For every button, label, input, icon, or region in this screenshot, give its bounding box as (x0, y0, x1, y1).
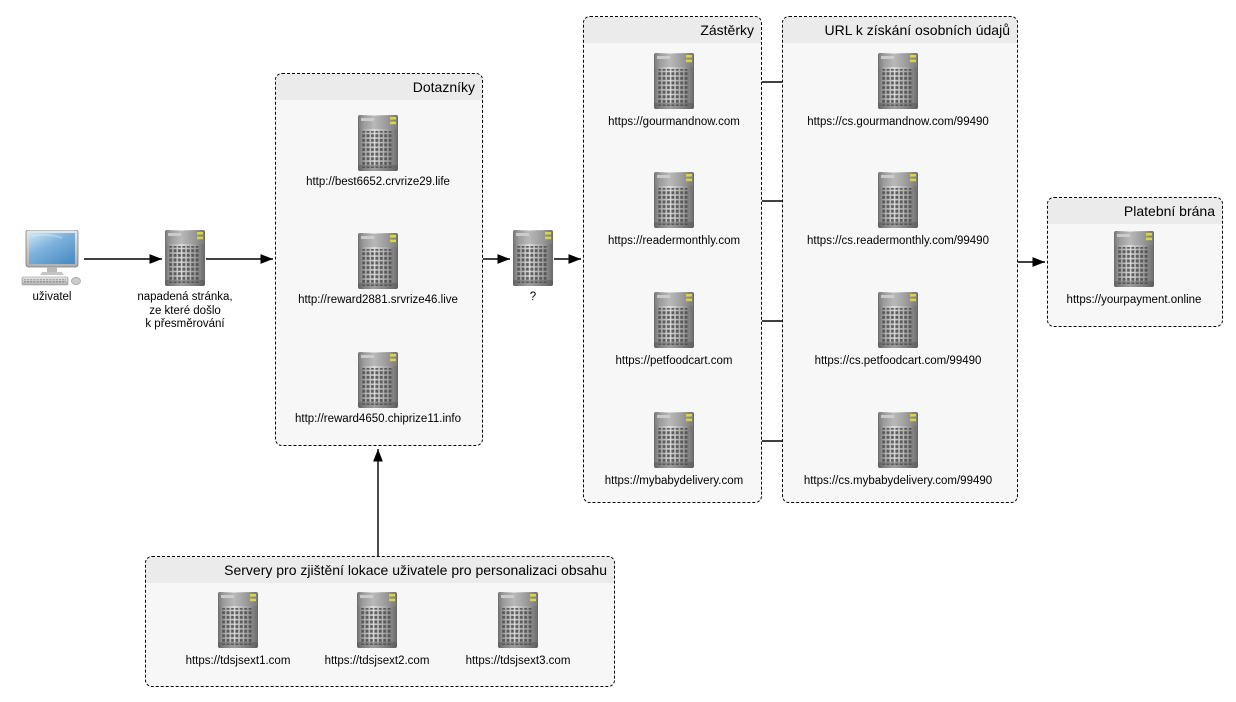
server-node-personal-url-4 (877, 412, 919, 475)
server-label: https://mybabydelivery.com (604, 475, 744, 487)
server-node-location-2 (356, 592, 398, 655)
server-icon (217, 592, 259, 650)
server-node-location-1 (217, 592, 259, 655)
server-icon (877, 412, 919, 470)
server-icon (357, 352, 399, 410)
server-label: https://cs.mybabydelivery.com/99490 (803, 475, 993, 487)
server-icon (653, 172, 695, 230)
server-label: https://gourmandnow.com (608, 116, 740, 128)
infected-label-line2: ze které došlo (149, 304, 221, 317)
server-node-dotaznik-3 (357, 352, 399, 415)
server-node-personal-url-1 (877, 53, 919, 116)
server-node-personal-url-3 (877, 292, 919, 355)
computer-icon (20, 230, 84, 288)
node-infected-site (164, 230, 206, 293)
node-redirector (512, 230, 554, 293)
server-label: https://readermonthly.com (607, 235, 741, 247)
node-label-redirector: ? (529, 291, 537, 303)
server-icon (653, 53, 695, 111)
server-icon (653, 292, 695, 350)
infected-label-line3: k přesměrování (145, 318, 225, 330)
server-label: http://reward2881.srvrize46.live (298, 294, 458, 306)
server-node-location-3 (497, 592, 539, 655)
group-title: URL k získání osobních údajů (783, 17, 1017, 43)
server-node-zasterka-3 (653, 292, 695, 355)
server-icon (877, 53, 919, 111)
server-label: https://tdsjsext1.com (185, 655, 291, 667)
server-node-zasterka-4 (653, 412, 695, 475)
server-icon (877, 292, 919, 350)
server-node-zasterka-2 (653, 172, 695, 235)
server-icon (164, 230, 206, 288)
server-label: https://yourpayment.online (1066, 294, 1202, 306)
server-node-payment (1113, 231, 1155, 294)
group-title: Zástěrky (584, 17, 761, 43)
server-node-personal-url-2 (877, 172, 919, 235)
server-label: https://petfoodcart.com (615, 355, 733, 367)
group-title: Dotazníky (276, 74, 482, 100)
server-label: http://reward4650.chiprize11.info (295, 413, 461, 425)
server-icon (357, 233, 399, 291)
node-label-infected-site: napadená stránka, ze které došlo k přesm… (105, 291, 265, 332)
group-payment-gateway: Platební brána (1047, 197, 1223, 327)
server-label: https://tdsjsext2.com (324, 655, 430, 667)
server-node-dotaznik-2 (357, 233, 399, 296)
server-label: http://best6652.crvrize29.life (306, 176, 450, 188)
server-icon (877, 172, 919, 230)
node-user (20, 230, 84, 293)
server-label: https://cs.gourmandnow.com/99490 (807, 116, 989, 128)
group-title: Platební brána (1048, 198, 1222, 224)
group-title: Servery pro zjištění lokace uživatele pr… (146, 557, 614, 583)
node-label-user: uživatel (32, 291, 72, 303)
server-icon (1113, 231, 1155, 289)
server-label: https://tdsjsext3.com (465, 655, 571, 667)
server-label: https://cs.petfoodcart.com/99490 (814, 355, 982, 367)
server-icon (357, 115, 399, 173)
server-label: https://cs.readermonthly.com/99490 (807, 235, 989, 247)
server-icon (512, 230, 554, 288)
server-icon (653, 412, 695, 470)
infected-label-line1: napadená stránka, (137, 291, 233, 303)
server-node-dotaznik-1 (357, 115, 399, 178)
server-node-zasterka-1 (653, 53, 695, 116)
server-icon (356, 592, 398, 650)
server-icon (497, 592, 539, 650)
